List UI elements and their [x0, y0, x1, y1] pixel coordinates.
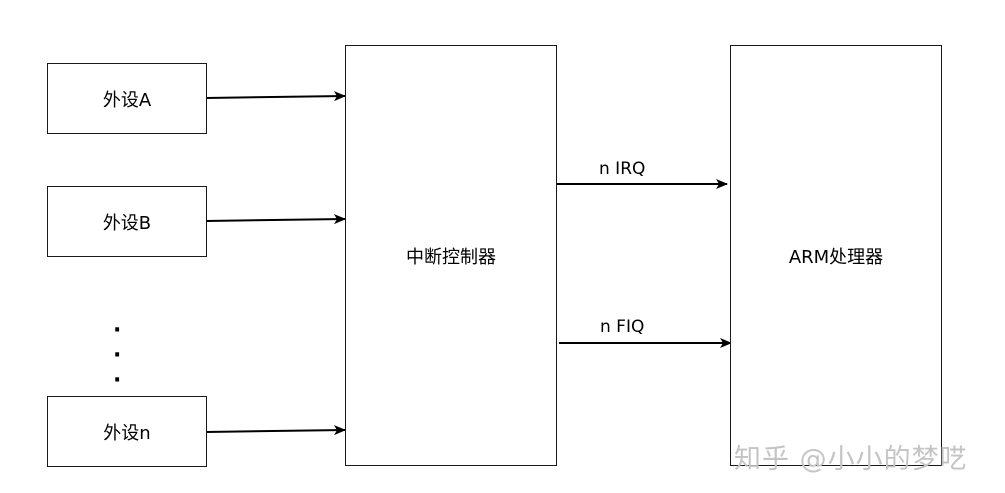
fiq-signal-label: n FIQ — [600, 317, 645, 337]
zhihu-watermark: 知乎 @小小的梦呓 — [734, 444, 968, 475]
interrupt-controller-box: 中断控制器 — [345, 45, 557, 466]
peripheral-a-box: 外设A — [47, 63, 207, 134]
peripheral-b-label: 外设B — [102, 212, 152, 234]
ellipsis-dot-2: · — [113, 343, 122, 368]
peripheral-a-label: 外设A — [102, 89, 152, 111]
irq-signal-label: n IRQ — [599, 159, 646, 179]
arrow-peripheral-b-to-controller — [205, 214, 346, 225]
arrow-peripheral-a-to-controller — [205, 91, 346, 102]
ellipsis-dot-3: · — [113, 368, 122, 393]
peripheral-n-label: 外设n — [103, 422, 151, 444]
peripheral-b-box: 外设B — [47, 186, 207, 257]
arm-processor-box: ARM处理器 — [730, 45, 942, 466]
peripheral-n-box: 外设n — [47, 396, 207, 467]
interrupt-controller-label: 中断控制器 — [406, 246, 496, 268]
arrow-peripheral-n-to-controller — [205, 425, 346, 436]
ellipsis-dot-1: · — [113, 318, 122, 343]
arm-processor-label: ARM处理器 — [788, 246, 884, 268]
